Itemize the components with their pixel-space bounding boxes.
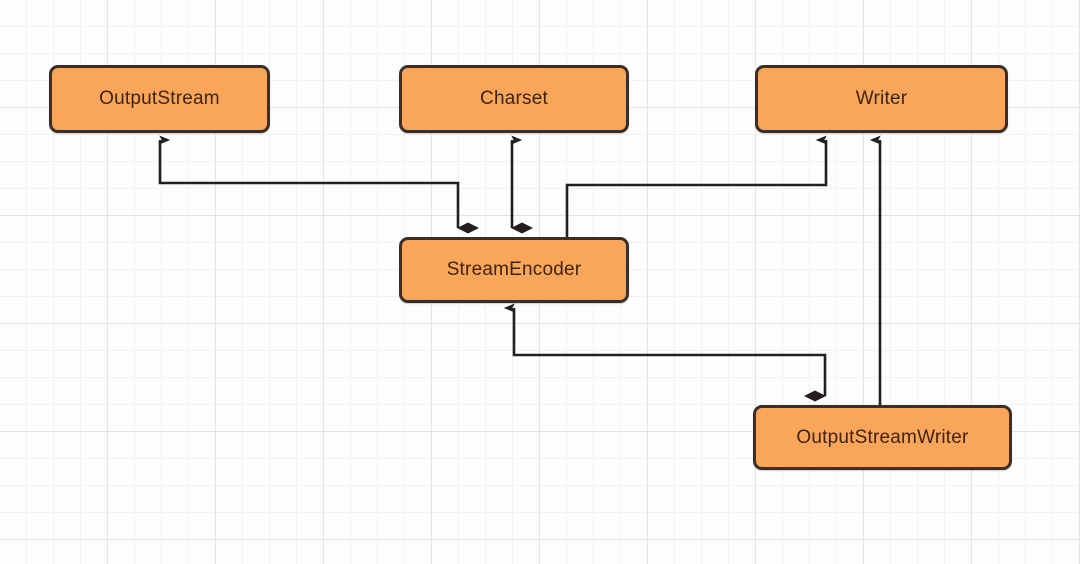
node-writer-label: Writer bbox=[855, 88, 908, 109]
edge-outputstreamwriter-holds-streamencoder bbox=[503, 303, 827, 402]
node-stream-encoder[interactable]: StreamEncoder bbox=[399, 237, 629, 303]
edge-streamencoder-holds-outputstream bbox=[158, 135, 479, 234]
edge-streamencoder-extends-writer bbox=[565, 135, 828, 237]
node-output-stream-label: OutputStream bbox=[99, 88, 220, 109]
node-output-stream[interactable]: OutputStream bbox=[49, 65, 270, 133]
node-charset[interactable]: Charset bbox=[399, 65, 629, 133]
node-output-stream-writer-label: OutputStreamWriter bbox=[796, 426, 969, 448]
node-output-stream-writer[interactable]: OutputStreamWriter bbox=[753, 405, 1012, 470]
node-stream-encoder-label: StreamEncoder bbox=[446, 259, 582, 280]
node-charset-label: Charset bbox=[480, 88, 548, 109]
node-writer[interactable]: Writer bbox=[755, 65, 1008, 133]
